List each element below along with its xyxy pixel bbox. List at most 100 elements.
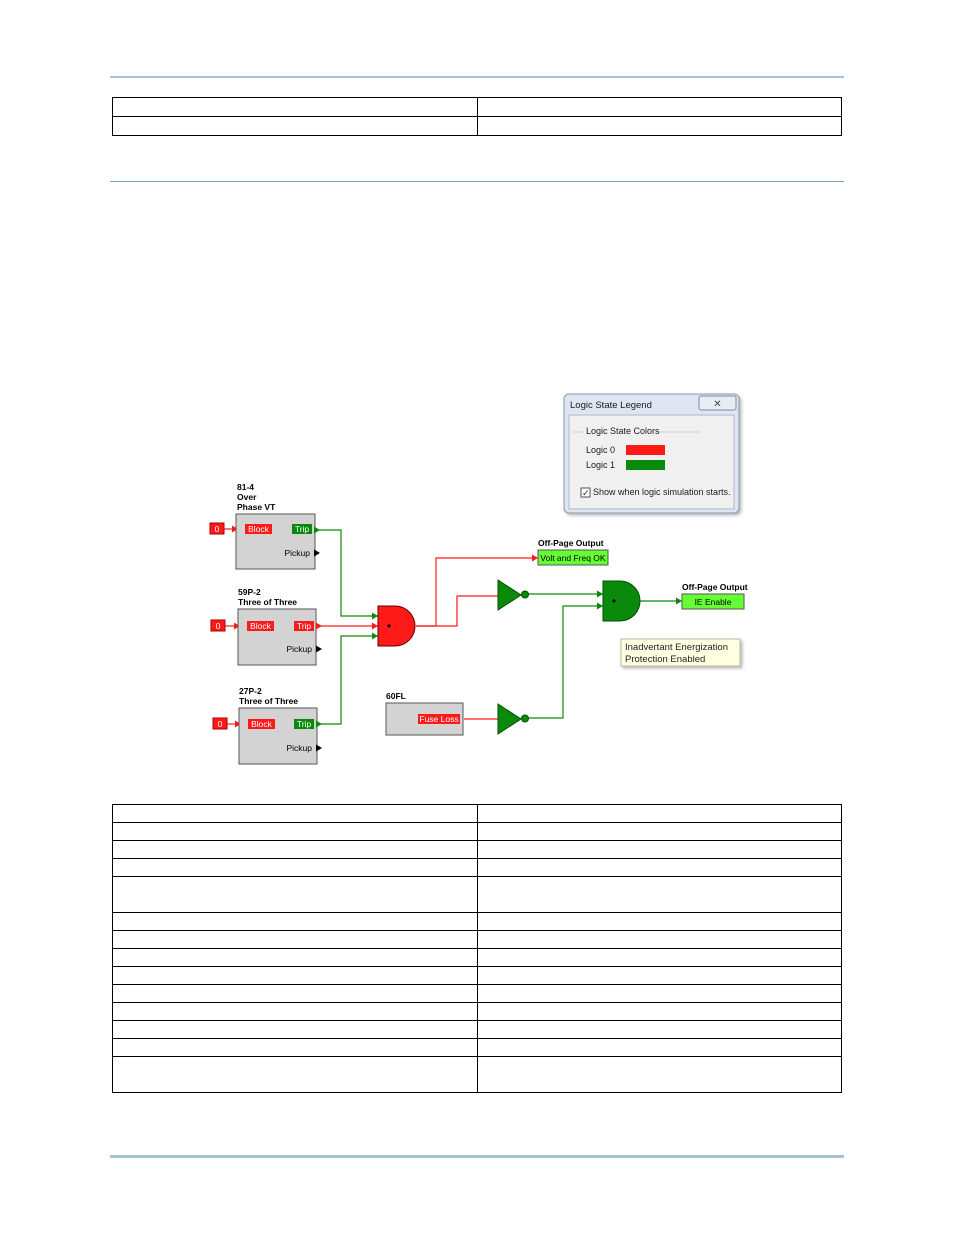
block-59-input-constant[interactable] — [210, 619, 226, 632]
bottom-table-row — [112, 966, 842, 985]
block-59-input-value: 0 — [216, 621, 221, 631]
legend-logic1-label: Logic 1 — [586, 460, 615, 470]
block-27-block-port[interactable] — [248, 719, 275, 729]
tooltip-line2: Protection Enabled — [625, 654, 705, 665]
arrow-and2-in2 — [597, 602, 603, 610]
legend-logic1-swatch[interactable] — [626, 460, 665, 470]
block-59-trip-port[interactable] — [294, 621, 314, 631]
block-81-block-port[interactable] — [245, 524, 272, 534]
table-cell — [476, 912, 842, 931]
block-27p-2[interactable]: 27P-2 Three of Three 0 Block Trip Pickup — [212, 686, 322, 765]
bottom-table-row — [112, 984, 842, 1003]
wires — [224, 528, 681, 725]
block-60fl-output-port[interactable] — [418, 714, 460, 724]
tooltip-box — [620, 638, 741, 667]
close-icon: ✕ — [713, 399, 721, 410]
bottom-table-row — [112, 858, 842, 877]
table-cell — [112, 1038, 478, 1057]
table-cell — [112, 876, 478, 913]
block-60fl[interactable]: 60FL Fuse Loss — [385, 691, 464, 736]
block-27-pickup-arrow — [316, 744, 322, 752]
block-59-title-2: Three of Three — [238, 597, 297, 607]
block-27-input-constant[interactable] — [212, 717, 228, 730]
block-81-4[interactable]: 81-4 Over Phase VT 0 Block Trip Pickup — [209, 482, 320, 570]
table-cell — [476, 876, 842, 913]
block-81-pickup-arrow — [314, 549, 320, 557]
block-81-title-2: Over — [237, 492, 257, 502]
block-81-title-3: Phase VT — [237, 502, 276, 512]
arrow-and2-in1 — [597, 590, 603, 598]
table-cell — [112, 840, 478, 859]
top-table-row — [112, 116, 842, 136]
block-27-trip-port[interactable] — [294, 719, 314, 729]
table-cell — [476, 804, 842, 823]
block-81-pickup-label: Pickup — [284, 548, 310, 558]
table-cell — [476, 822, 842, 841]
not-gate-1-bubble — [521, 590, 529, 599]
arrow-and-in2 — [372, 622, 378, 630]
bottom-table — [112, 804, 842, 1093]
not-gate-1[interactable] — [497, 579, 529, 611]
table-cell — [476, 1038, 842, 1057]
block-59-body — [237, 608, 317, 666]
legend-title: Logic State Legend — [570, 400, 652, 411]
output-ie-enable[interactable]: Off-Page Output IE Enable — [681, 582, 748, 610]
table-cell — [112, 1002, 478, 1021]
table-cell — [112, 804, 478, 823]
block-81-trip-label: Trip — [295, 524, 310, 534]
table-cell — [112, 1056, 478, 1093]
bottom-table-row — [112, 1038, 842, 1057]
legend-logic0-label: Logic 0 — [586, 445, 615, 455]
block-81-trip-port[interactable] — [292, 524, 312, 534]
output-volt-box — [537, 549, 609, 566]
legend-show-checkbox[interactable] — [580, 487, 591, 498]
bottom-table-row — [112, 804, 842, 823]
table-cell — [476, 948, 842, 967]
and-gate-2-body — [602, 580, 641, 622]
block-59p-2[interactable]: 59P-2 Three of Three 0 Block Trip Pickup — [210, 587, 322, 666]
legend-group-label-bg — [584, 426, 656, 436]
bottom-table-row — [112, 840, 842, 859]
wire-27-trip-to-and — [320, 635, 378, 725]
and-gate-2[interactable]: • — [602, 580, 641, 622]
arrow-and-in1 — [372, 612, 378, 620]
block-27-body — [238, 707, 318, 765]
and-gate-1-body — [377, 605, 416, 647]
block-60fl-title: 60FL — [386, 691, 406, 701]
block-27-pickup-label: Pickup — [286, 743, 312, 753]
block-27-title-1: 27P-2 — [239, 686, 262, 696]
bottom-table-row — [112, 1020, 842, 1039]
block-59-trip-arrow — [316, 622, 322, 630]
table-cell — [112, 948, 478, 967]
block-81-block-label: Block — [248, 524, 270, 534]
legend-logic0-swatch[interactable] — [626, 445, 665, 455]
output-ie-label: IE Enable — [695, 597, 732, 607]
block-59-block-port[interactable] — [247, 621, 274, 631]
and-gate-1[interactable]: • — [377, 605, 416, 647]
not-gate-2-bubble — [521, 714, 529, 723]
arrowheads — [232, 525, 682, 728]
block-60fl-output-label: Fuse Loss — [419, 714, 458, 724]
output-volt-freq[interactable]: Off-Page Output Volt and Freq OK — [537, 538, 609, 566]
bottom-table-row — [112, 1056, 842, 1093]
block-27-block-label: Block — [251, 719, 273, 729]
block-81-trip-arrow — [314, 526, 320, 534]
not-gate-2[interactable] — [497, 703, 529, 735]
table-cell — [476, 1020, 842, 1039]
block-59-pickup-arrow — [316, 645, 322, 653]
legend-close-button[interactable] — [698, 395, 737, 411]
bottom-table-row — [112, 876, 842, 913]
tooltip-ie: Inadvertant Energization Protection Enab… — [620, 638, 741, 667]
block-59-title-1: 59P-2 — [238, 587, 261, 597]
block-59-pickup-label: Pickup — [286, 644, 312, 654]
table-cell — [476, 858, 842, 877]
logic-state-legend-dialog: Logic State Legend ✕ Logic State Colors … — [563, 393, 740, 514]
arrow-81-block — [232, 525, 238, 533]
table-cell — [476, 1056, 842, 1093]
top-table — [112, 97, 842, 136]
legend-group-label: Logic State Colors — [586, 426, 660, 436]
block-59-block-label: Block — [250, 621, 272, 631]
arrow-27-block — [235, 720, 241, 728]
table-cell — [476, 984, 842, 1003]
block-81-input-constant[interactable] — [209, 522, 225, 535]
